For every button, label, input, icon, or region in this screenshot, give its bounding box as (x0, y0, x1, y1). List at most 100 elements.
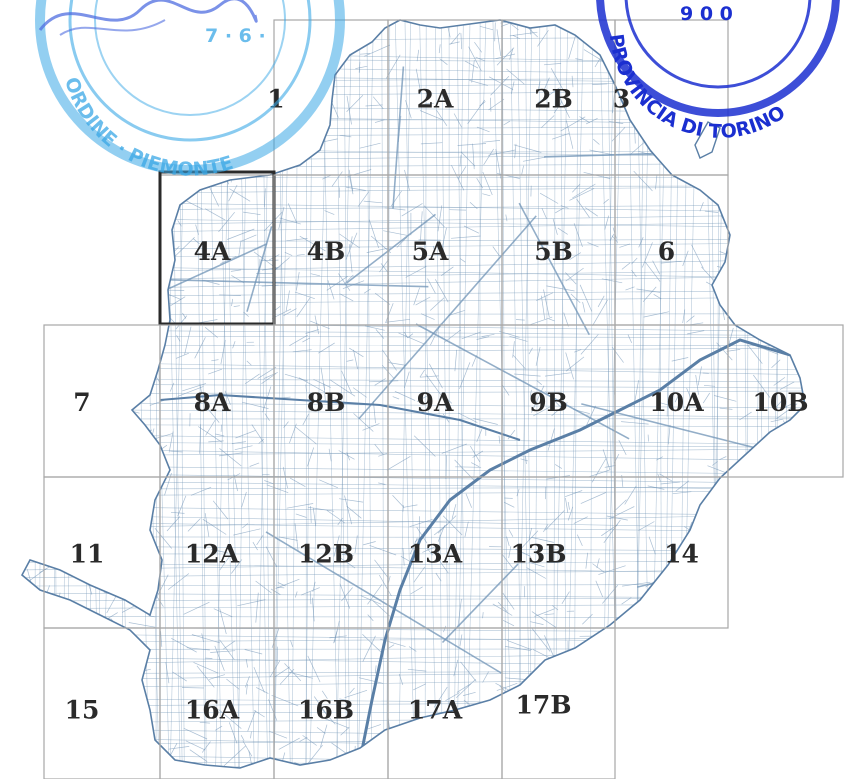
street (269, 730, 288, 739)
street (165, 96, 177, 105)
street (611, 127, 626, 142)
sheet-label-2b: 2B (534, 85, 573, 114)
street (609, 506, 635, 520)
street (438, 766, 456, 768)
street (34, 524, 43, 541)
street (594, 58, 601, 68)
street (344, 689, 368, 699)
street (26, 385, 36, 397)
street (482, 171, 493, 196)
street (771, 359, 781, 369)
street (62, 609, 71, 623)
street (271, 627, 280, 649)
street (123, 707, 135, 715)
street (348, 244, 353, 273)
street (782, 420, 798, 445)
street (386, 455, 411, 471)
street (369, 380, 399, 383)
street (91, 380, 112, 384)
street (359, 142, 381, 149)
street (737, 302, 759, 313)
street (372, 96, 384, 110)
street (273, 666, 291, 678)
street (307, 655, 321, 683)
street (38, 20, 45, 768)
street (695, 741, 700, 750)
street (39, 738, 41, 751)
street (781, 177, 784, 200)
street (242, 523, 249, 529)
street (52, 231, 63, 234)
street (784, 76, 794, 82)
street (396, 237, 408, 248)
street (352, 387, 367, 398)
street (278, 737, 300, 750)
street (46, 714, 51, 730)
street (22, 296, 805, 306)
street (496, 682, 518, 691)
street (565, 20, 585, 768)
street (579, 284, 593, 312)
street (429, 297, 445, 311)
sheet-cell-17b[interactable] (501, 627, 616, 779)
street (136, 454, 158, 470)
street (816, 232, 837, 240)
street (198, 426, 222, 443)
street (22, 119, 27, 143)
street (85, 664, 97, 672)
street (150, 65, 158, 69)
street (752, 575, 770, 593)
street (22, 616, 805, 619)
street (778, 562, 784, 571)
street (760, 236, 765, 266)
street (59, 739, 75, 748)
sheet-label-2a: 2A (417, 85, 454, 114)
street (47, 531, 56, 555)
street (506, 68, 525, 85)
street (484, 743, 503, 761)
street (621, 262, 631, 270)
street (22, 448, 805, 457)
street (317, 109, 328, 116)
street (469, 79, 488, 86)
sheet-cell-14[interactable] (614, 476, 729, 629)
street (517, 530, 539, 553)
street (329, 635, 347, 639)
street (583, 49, 604, 62)
street (339, 698, 346, 701)
street (814, 628, 826, 630)
street (564, 490, 583, 498)
street (22, 583, 805, 587)
street (560, 116, 586, 132)
street (436, 110, 448, 126)
street (773, 223, 797, 231)
street (22, 448, 805, 462)
street (723, 25, 736, 53)
street (684, 761, 692, 768)
street (476, 126, 490, 133)
street (811, 146, 829, 159)
sheet-cell-10b[interactable] (727, 324, 844, 478)
street (732, 768, 742, 777)
street (262, 386, 272, 413)
street (39, 757, 61, 764)
street (83, 475, 105, 492)
sheet-cell-15[interactable] (43, 627, 161, 779)
street (808, 682, 820, 687)
street (23, 331, 39, 353)
street (199, 721, 210, 724)
street (488, 98, 505, 111)
street (813, 444, 823, 450)
street (828, 388, 834, 408)
street (22, 251, 23, 253)
street (767, 24, 771, 37)
street (362, 634, 383, 654)
street (754, 205, 774, 216)
street (794, 454, 805, 466)
street (479, 101, 486, 107)
street (168, 746, 190, 750)
street (686, 707, 715, 716)
street (716, 564, 725, 572)
street (285, 290, 290, 312)
street (828, 630, 832, 636)
